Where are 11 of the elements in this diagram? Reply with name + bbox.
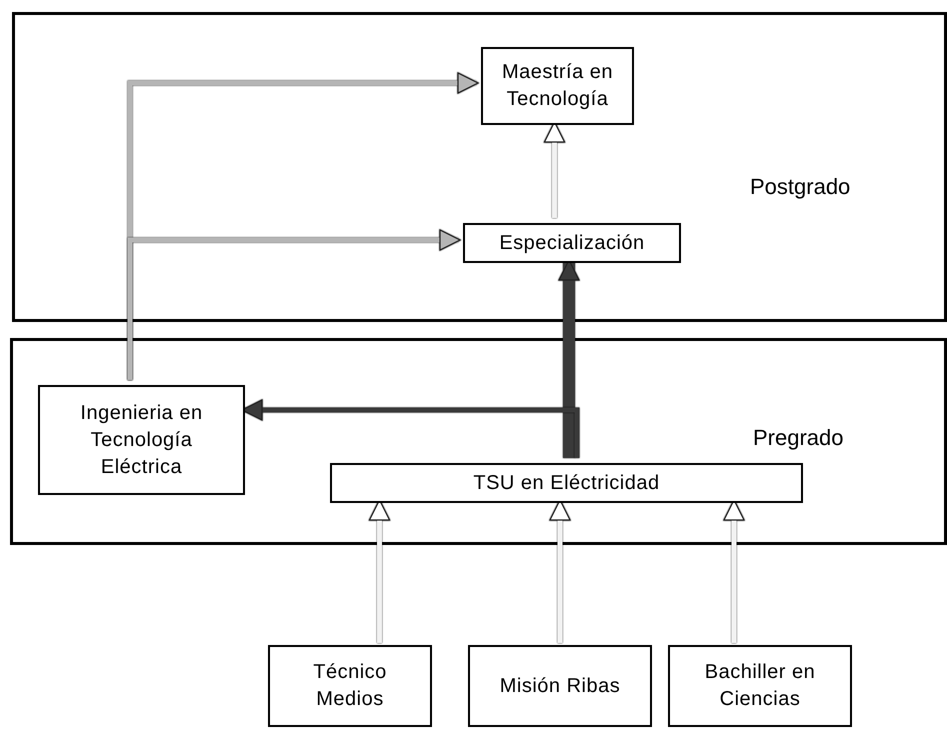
process-box: Ingenieria en Tecnología Eléctrica — [38, 385, 245, 495]
level-band — [10, 338, 947, 545]
band-label: Postgrado — [750, 173, 850, 201]
band-label: Pregrado — [753, 424, 844, 452]
process-box: Especialización — [463, 223, 681, 263]
process-box: Maestría en Tecnología — [481, 47, 634, 125]
process-box: Bachiller en Ciencias — [668, 645, 852, 727]
level-band — [12, 12, 947, 322]
process-box: Técnico Medios — [268, 645, 432, 727]
process-box: TSU en Eléctricidad — [330, 463, 803, 503]
process-box: Misión Ribas — [468, 645, 652, 727]
